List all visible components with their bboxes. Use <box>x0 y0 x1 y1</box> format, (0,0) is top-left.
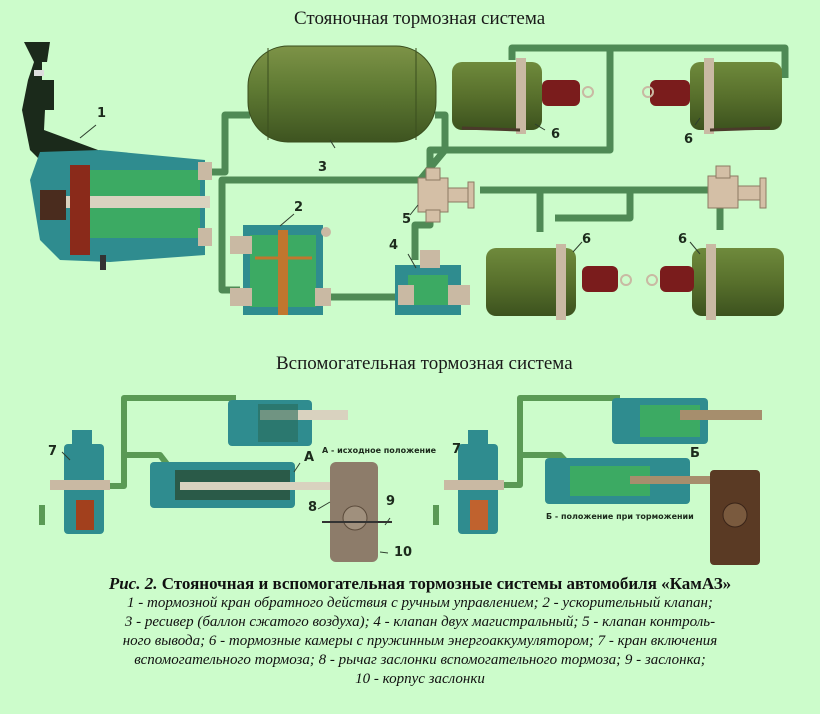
label-8: 8 <box>308 500 318 515</box>
caption-line: ного вывода; 6 - тормозные камеры с пруж… <box>122 633 718 649</box>
parking-system-title: Стояночная тормозная система <box>294 8 546 29</box>
brake-chamber-top-right <box>642 58 782 134</box>
control-outlet-valve <box>417 167 475 223</box>
aux-valve-left <box>50 430 110 534</box>
second-outlet-valve <box>707 165 767 209</box>
label-position-b: Б <box>690 446 700 461</box>
aux-valve-right <box>444 430 504 534</box>
label-7-right: 7 <box>452 442 462 457</box>
caption-line: 3 - ресивер (баллон сжатого воздуха); 4 … <box>124 614 716 630</box>
caption-line: вспомогательного тормоза; 8 - рычаг засл… <box>134 652 706 668</box>
label-6-bottom-left: 6 <box>582 232 592 247</box>
caption-figure-number: Рис. 2. <box>108 574 158 593</box>
caption-heading: Рис. 2. Стояночная и вспомогательная тор… <box>40 574 800 594</box>
label-6-bottom-right: 6 <box>678 232 688 247</box>
label-1: 1 <box>97 106 107 121</box>
damper-housing-right <box>710 470 760 565</box>
caption-line: 1 - тормозной кран обратного действия с … <box>127 595 713 611</box>
auxiliary-system-title: Вспомогательная тормозная система <box>276 353 573 374</box>
brake-chamber-top-left <box>452 58 594 134</box>
brake-chamber-bottom-right <box>646 244 784 320</box>
receiver-tank <box>247 45 437 143</box>
cylinder-a-lower <box>150 462 340 508</box>
label-9: 9 <box>386 494 396 509</box>
label-6-top-right: 6 <box>684 132 694 147</box>
two-line-valve <box>395 250 470 315</box>
cylinder-a-upper <box>228 400 348 446</box>
caption-title: Стояночная и вспомогательная тормозные с… <box>161 574 732 593</box>
cylinder-b-lower <box>545 458 740 504</box>
label-2: 2 <box>294 200 304 215</box>
hand-brake-valve <box>22 42 212 270</box>
note-initial-position: А - исходное положение <box>322 446 437 455</box>
label-5: 5 <box>402 212 412 227</box>
label-10: 10 <box>394 545 413 560</box>
damper-housing-left <box>322 462 392 562</box>
cylinder-b-upper <box>612 398 762 444</box>
note-braking-position: Б - положение при торможении <box>546 512 694 521</box>
label-7-left: 7 <box>48 444 58 459</box>
label-4: 4 <box>389 238 399 253</box>
leader-lines <box>61 117 701 554</box>
label-6-top-left: 6 <box>551 127 561 142</box>
brake-chamber-bottom-left <box>486 244 632 320</box>
label-3: 3 <box>318 160 328 175</box>
caption-line: 10 - корпус заслонки <box>355 671 485 687</box>
brake-diagram <box>22 42 789 565</box>
accelerator-valve <box>230 225 331 315</box>
figure-caption: Рис. 2. Стояночная и вспомогательная тор… <box>40 574 800 689</box>
label-position-a: A <box>304 450 315 465</box>
